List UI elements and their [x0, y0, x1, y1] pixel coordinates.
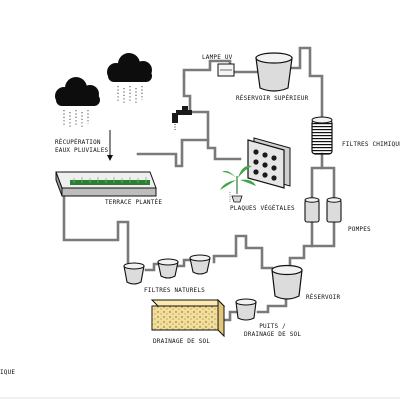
label-natural-filters: FILTRES NATURELS	[144, 287, 205, 294]
vegetal-panels	[247, 137, 291, 189]
well-tank	[235, 298, 257, 321]
label-well: PUITS / DRAINAGE DE SOL	[244, 323, 302, 338]
label-pumps: POMPES	[348, 226, 371, 233]
pipe-reservoir-to-natural-filters	[212, 234, 274, 270]
pipe-network	[62, 46, 336, 322]
label-rain-recovery: RÉCUPÉRATION EAUX PLUVIALES	[55, 139, 109, 154]
pipe-rain-collection	[136, 138, 210, 168]
chemical-filter-unit	[311, 116, 333, 155]
pipe-well-to-soil	[222, 310, 238, 322]
reservoir-tank	[271, 264, 303, 300]
pipe-terrace-drain	[62, 194, 130, 264]
natural-filter-2	[157, 258, 179, 279]
pipe-filters-to-pumps	[320, 152, 336, 200]
label-vegetal-panels: PLAQUES VÉGÉTALES	[230, 205, 295, 212]
pipe-pumps-to-reservoir	[288, 220, 336, 268]
pipe-natural-filter-link-2	[174, 258, 194, 268]
plant-icon	[220, 165, 256, 203]
pump-left	[304, 197, 320, 223]
pipe-reservoir-to-filters	[288, 46, 324, 122]
natural-filter-3	[189, 254, 211, 275]
upper-reservoir-tank	[255, 52, 293, 92]
label-planted-terrace: TERRACE PLANTÉE	[105, 199, 163, 206]
pump-right	[326, 197, 342, 223]
rain-cloud-left	[55, 77, 100, 128]
pipe-faucet-supply	[182, 74, 242, 161]
label-uv-lamp: LAMPE UV	[202, 54, 233, 61]
pipe-natural-filter-link-1	[144, 262, 162, 272]
label-chemical-filters: FILTRES CHIMIQUES	[342, 141, 400, 148]
rain-cloud-right	[107, 53, 152, 104]
planted-terrace	[55, 171, 157, 197]
faucet-icon	[172, 106, 192, 130]
rain-arrow	[107, 130, 113, 161]
uv-lamp	[217, 63, 235, 77]
label-upper-reservoir: RÉSERVOIR SUPÉRIEUR	[236, 95, 309, 102]
label-reservoir: RÉSERVOIR	[306, 294, 341, 301]
pipe-filters-to-pump-left	[310, 166, 324, 200]
soil-drainage-block	[150, 298, 226, 338]
footer-caption: IQUE	[0, 369, 16, 376]
label-soil-drainage: DRAINAGE DE SOL	[153, 338, 211, 345]
natural-filter-1	[123, 262, 145, 285]
pipe-reservoir-to-well	[256, 296, 288, 314]
